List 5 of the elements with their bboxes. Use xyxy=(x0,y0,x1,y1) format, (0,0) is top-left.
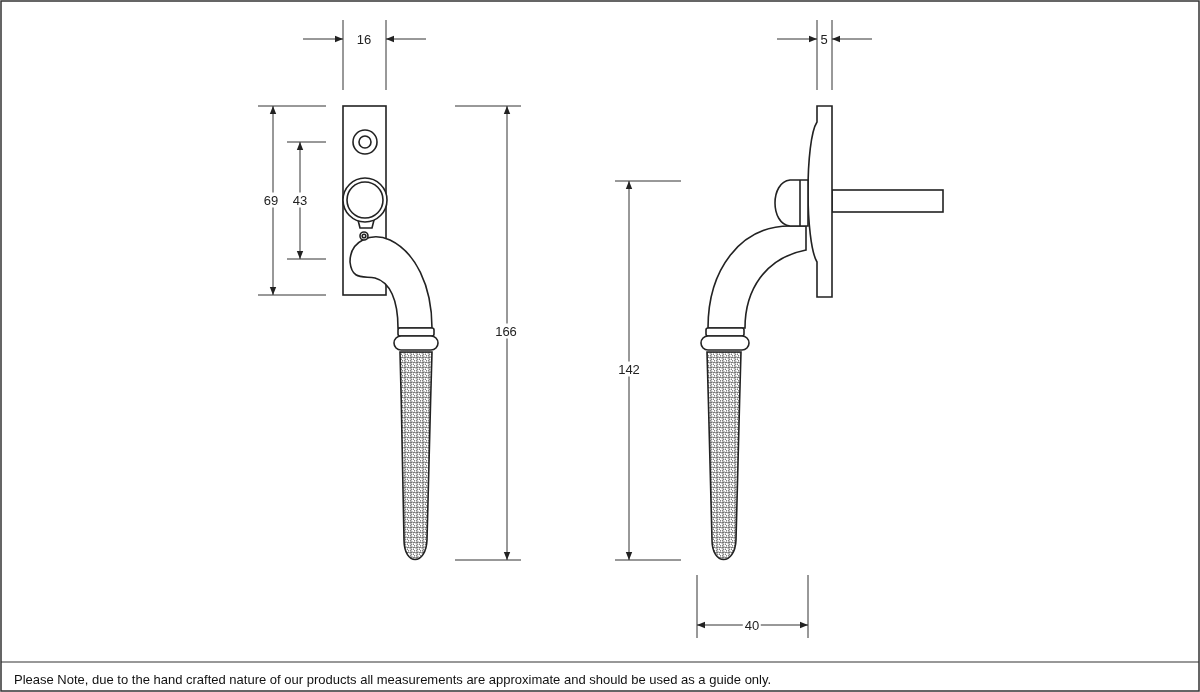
dimension-label: 142 xyxy=(616,361,642,377)
dimension-label: 166 xyxy=(493,323,519,339)
disclaimer-note: Please Note, due to the hand crafted nature of our products all measurements are approximate and should be used as a guide only. xyxy=(14,672,772,688)
dimension-label: 43 xyxy=(290,192,310,208)
dimension-label: 69 xyxy=(261,192,281,208)
